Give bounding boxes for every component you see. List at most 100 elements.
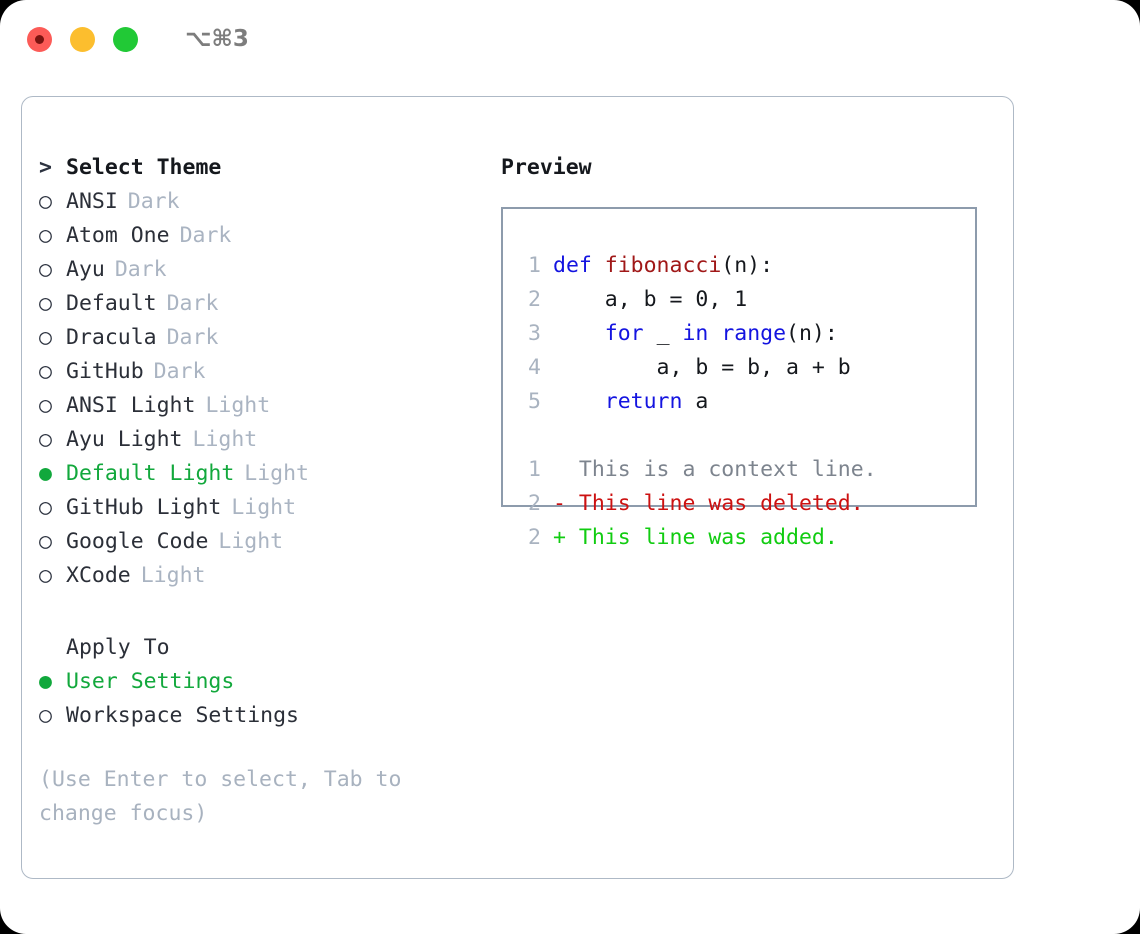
theme-mode-badge: Light	[140, 563, 206, 588]
code-line: 2 a, b = 0, 1	[515, 283, 877, 317]
code-line: 3 for _ in range(n):	[515, 317, 877, 351]
theme-list-item[interactable]: ○ Google Code Light	[39, 525, 499, 559]
code-token	[553, 321, 605, 346]
traffic-lights	[27, 26, 138, 52]
hint-spacer	[39, 733, 499, 763]
code-token: a	[682, 389, 709, 414]
radio-unselected-icon: ○	[39, 223, 52, 248]
close-window-button[interactable]	[27, 26, 52, 52]
theme-name: Google Code	[66, 529, 209, 554]
code-token: for	[604, 321, 644, 346]
maximize-window-button[interactable]	[113, 26, 138, 52]
line-number: 5	[528, 389, 541, 414]
theme-list-item[interactable]: ○ XCode Light	[39, 559, 499, 593]
line-number: 3	[528, 321, 541, 346]
theme-list-item[interactable]: ○ Atom One Dark	[39, 219, 499, 253]
theme-name: Ayu Light	[66, 427, 183, 452]
apply-to-label: Apply To	[66, 635, 170, 660]
theme-name: GitHub	[66, 359, 144, 384]
apply-to-options: ● User Settings ○ Workspace Settings	[39, 665, 499, 733]
theme-name: ANSI	[66, 189, 118, 214]
preview-title: Preview	[501, 155, 592, 180]
theme-name: Default Light	[66, 461, 235, 486]
code-token: fibonacci	[604, 253, 722, 278]
line-number: 2	[528, 525, 541, 550]
title-bar: ⌥⌘3	[0, 0, 1140, 78]
radio-unselected-icon: ○	[39, 257, 52, 282]
theme-mode-badge: Light	[244, 461, 310, 486]
code-token: (n):	[786, 321, 838, 346]
theme-list-item[interactable]: ○ GitHub Light Light	[39, 491, 499, 525]
theme-name: Ayu	[66, 257, 105, 282]
radio-unselected-icon: ○	[39, 529, 52, 554]
theme-mode-badge: Light	[218, 529, 284, 554]
diff-line: 2 + This line was added.	[515, 521, 877, 555]
radio-selected-icon: ●	[39, 669, 52, 694]
code-token: _	[643, 321, 683, 346]
keyboard-shortcut-label: ⌥⌘3	[185, 26, 249, 52]
code-token: a, b = 0, 1	[553, 287, 748, 312]
theme-name: XCode	[66, 563, 131, 588]
code-token: + This line was added.	[553, 525, 838, 550]
code-token: range	[721, 321, 787, 346]
close-icon	[35, 34, 44, 44]
theme-mode-badge: Dark	[166, 291, 219, 316]
code-token	[708, 321, 721, 346]
radio-unselected-icon: ○	[39, 495, 52, 520]
theme-mode-badge: Light	[192, 427, 258, 452]
minimize-window-button[interactable]	[70, 26, 95, 52]
code-token: a, b = b, a + b	[553, 355, 851, 380]
theme-mode-badge: Dark	[114, 257, 167, 282]
theme-list-item[interactable]: ○ Ayu Dark	[39, 253, 499, 287]
radio-unselected-icon: ○	[39, 393, 52, 418]
line-number: 2	[528, 287, 541, 312]
code-token: def	[553, 253, 605, 278]
apply-to-header: Apply To	[39, 631, 499, 665]
code-line: 1 def fibonacci(n):	[515, 249, 877, 283]
theme-list-item[interactable]: ○ Ayu Light Light	[39, 423, 499, 457]
select-theme-header: > Select Theme	[39, 151, 499, 185]
list-spacer	[39, 593, 499, 631]
apply-to-option[interactable]: ○ Workspace Settings	[39, 699, 499, 733]
theme-mode-badge: Light	[231, 495, 297, 520]
theme-mode-badge: Dark	[166, 325, 219, 350]
theme-mode-badge: Light	[205, 393, 271, 418]
apply-to-option-label: Workspace Settings	[66, 703, 299, 728]
theme-list-item[interactable]: ● Default Light Light	[39, 457, 499, 491]
theme-list-item[interactable]: ○ Dracula Dark	[39, 321, 499, 355]
apply-to-option[interactable]: ● User Settings	[39, 665, 499, 699]
theme-name: Dracula	[66, 325, 157, 350]
diff-line: 1 This is a context line.	[515, 453, 877, 487]
prompt-caret-icon: >	[39, 155, 52, 180]
radio-unselected-icon: ○	[39, 427, 52, 452]
radio-unselected-icon: ○	[39, 189, 52, 214]
theme-name: GitHub Light	[66, 495, 222, 520]
radio-unselected-icon: ○	[39, 703, 52, 728]
line-number: 1	[528, 253, 541, 278]
code-diff-separator	[515, 419, 877, 453]
line-number: 4	[528, 355, 541, 380]
radio-unselected-icon: ○	[39, 359, 52, 384]
line-number: 2	[528, 491, 541, 516]
theme-name: Atom One	[66, 223, 170, 248]
code-line: 5 return a	[515, 385, 877, 419]
code-token: (n):	[721, 253, 774, 278]
radio-unselected-icon: ○	[39, 563, 52, 588]
radio-unselected-icon: ○	[39, 325, 52, 350]
code-token: in	[682, 321, 709, 346]
theme-name: Default	[66, 291, 157, 316]
theme-mode-badge: Dark	[179, 223, 232, 248]
radio-selected-icon: ●	[39, 461, 52, 486]
apply-to-option-label: User Settings	[66, 669, 235, 694]
